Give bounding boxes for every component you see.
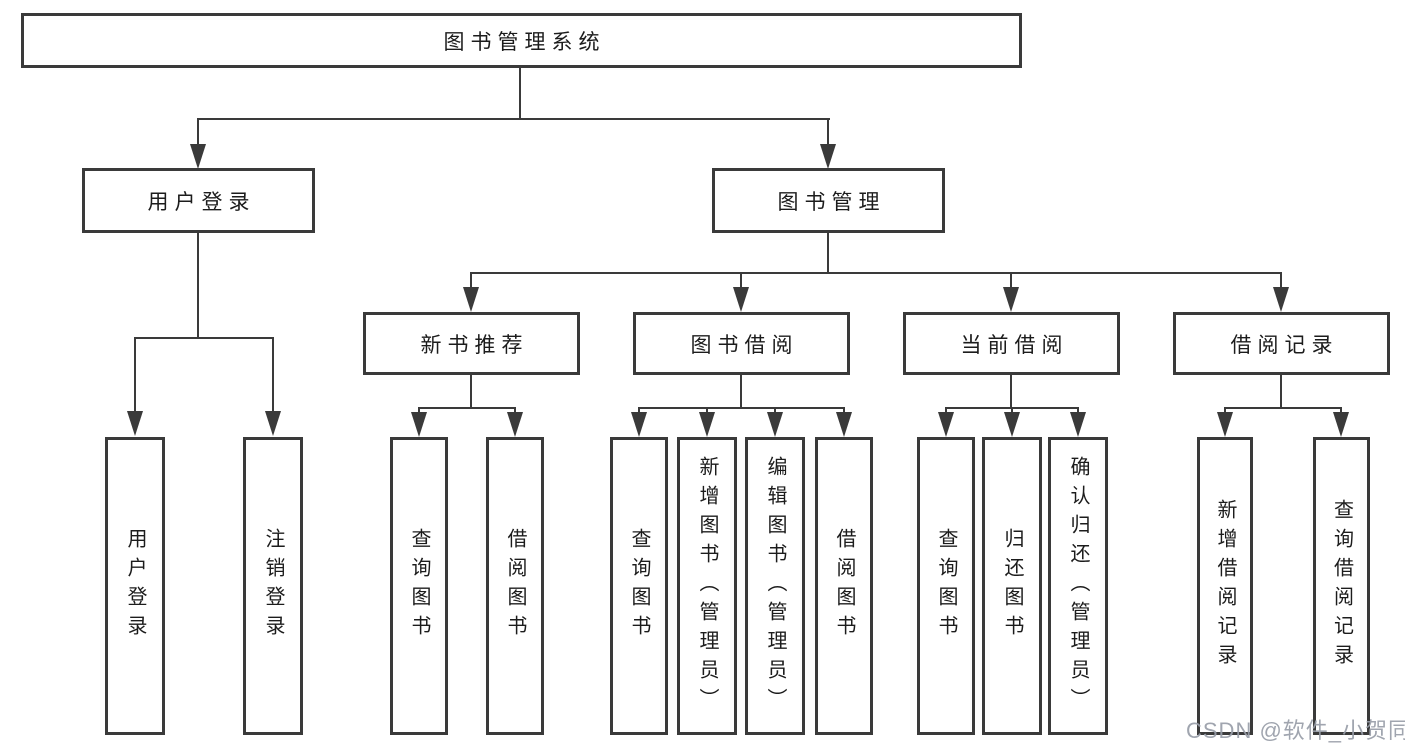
connector-line-v bbox=[197, 233, 199, 337]
csdn-watermark: CSDN @软件_小贺同学 bbox=[1186, 718, 1405, 743]
connector-line-v bbox=[470, 375, 472, 407]
node-label: 新增图书（管理员） bbox=[696, 455, 718, 717]
node-book-management: 图书管理 bbox=[712, 168, 945, 233]
connector-line-h bbox=[197, 118, 830, 120]
arrowhead-down bbox=[463, 287, 479, 312]
connector-line-v bbox=[1010, 272, 1012, 292]
node-new-book-recommend: 新书推荐 bbox=[363, 312, 580, 375]
node-label: 图书借阅 bbox=[690, 333, 799, 357]
arrowhead-down bbox=[1070, 412, 1086, 437]
node-label: 借阅图书 bbox=[833, 528, 855, 644]
connector-line-v bbox=[272, 337, 274, 414]
arrowhead-down bbox=[631, 412, 647, 437]
leaf-edit-books-admin: 编辑图书（管理员） bbox=[745, 437, 805, 735]
node-root-library-system: 图书管理系统 bbox=[21, 13, 1022, 68]
leaf-query-books-current: 查询图书 bbox=[917, 437, 975, 735]
arrowhead-down bbox=[127, 411, 143, 436]
leaf-logout: 注销登录 bbox=[243, 437, 303, 735]
connector-line-h bbox=[470, 272, 1282, 274]
connector-line-v bbox=[134, 337, 136, 414]
arrowhead-down bbox=[265, 411, 281, 436]
arrowhead-down bbox=[767, 412, 783, 437]
node-label: 图书管理系统 bbox=[443, 30, 606, 54]
arrowhead-down bbox=[836, 412, 852, 437]
connector-line-v bbox=[519, 68, 521, 118]
arrowhead-down bbox=[820, 144, 836, 169]
arrowhead-down bbox=[699, 412, 715, 437]
leaf-add-books-admin: 新增图书（管理员） bbox=[677, 437, 737, 735]
leaf-query-borrow-record: 查询借阅记录 bbox=[1313, 437, 1370, 735]
connector-line-v bbox=[740, 272, 742, 292]
leaf-confirm-return-admin: 确认归还（管理员） bbox=[1048, 437, 1108, 735]
node-label: 新增借阅记录 bbox=[1214, 499, 1236, 673]
arrowhead-down bbox=[1003, 287, 1019, 312]
arrowhead-down bbox=[733, 287, 749, 312]
leaf-return-books: 归还图书 bbox=[982, 437, 1042, 735]
node-borrow-records: 借阅记录 bbox=[1173, 312, 1390, 375]
leaf-query-books-recommend: 查询图书 bbox=[390, 437, 448, 735]
arrowhead-down bbox=[507, 412, 523, 437]
leaf-borrow-books-recommend: 借阅图书 bbox=[486, 437, 544, 735]
node-label: 当前借阅 bbox=[960, 333, 1069, 357]
connector-line-h bbox=[638, 407, 845, 409]
connector-line-v bbox=[470, 272, 472, 292]
connector-line-h bbox=[418, 407, 516, 409]
arrowhead-down bbox=[938, 412, 954, 437]
arrowhead-down bbox=[411, 412, 427, 437]
node-label: 借阅记录 bbox=[1230, 333, 1339, 357]
node-label: 注销登录 bbox=[262, 528, 284, 644]
node-label: 新书推荐 bbox=[420, 333, 529, 357]
connector-line-v bbox=[1280, 375, 1282, 407]
node-label: 图书管理 bbox=[777, 190, 886, 214]
node-label: 编辑图书（管理员） bbox=[764, 455, 786, 717]
connector-line-v bbox=[197, 118, 199, 148]
arrowhead-down bbox=[1273, 287, 1289, 312]
node-label: 归还图书 bbox=[1001, 528, 1023, 644]
leaf-user-login: 用户登录 bbox=[105, 437, 165, 735]
node-label: 用户登录 bbox=[124, 528, 146, 644]
connector-line-v bbox=[740, 375, 742, 407]
leaf-query-books-borrow: 查询图书 bbox=[610, 437, 668, 735]
connector-line-v bbox=[1280, 272, 1282, 292]
connector-line-v bbox=[827, 233, 829, 272]
leaf-borrow-books: 借阅图书 bbox=[815, 437, 873, 735]
node-user-login: 用户登录 bbox=[82, 168, 315, 233]
node-label: 用户登录 bbox=[147, 190, 256, 214]
node-label: 查询图书 bbox=[935, 528, 957, 644]
node-label: 查询借阅记录 bbox=[1330, 499, 1353, 673]
arrowhead-down bbox=[190, 144, 206, 169]
connector-line-v bbox=[1010, 375, 1012, 407]
arrowhead-down bbox=[1004, 412, 1020, 437]
node-label: 查询图书 bbox=[628, 528, 650, 644]
leaf-add-borrow-record: 新增借阅记录 bbox=[1197, 437, 1253, 735]
node-label: 查询图书 bbox=[408, 528, 430, 644]
node-label: 确认归还（管理员） bbox=[1067, 455, 1089, 717]
connector-line-h bbox=[134, 337, 274, 339]
connector-line-h bbox=[1224, 407, 1342, 409]
arrowhead-down bbox=[1217, 412, 1233, 437]
arrowhead-down bbox=[1333, 412, 1349, 437]
node-current-borrow: 当前借阅 bbox=[903, 312, 1120, 375]
connector-line-v bbox=[827, 118, 829, 148]
node-label: 借阅图书 bbox=[504, 528, 526, 644]
node-book-borrow: 图书借阅 bbox=[633, 312, 850, 375]
